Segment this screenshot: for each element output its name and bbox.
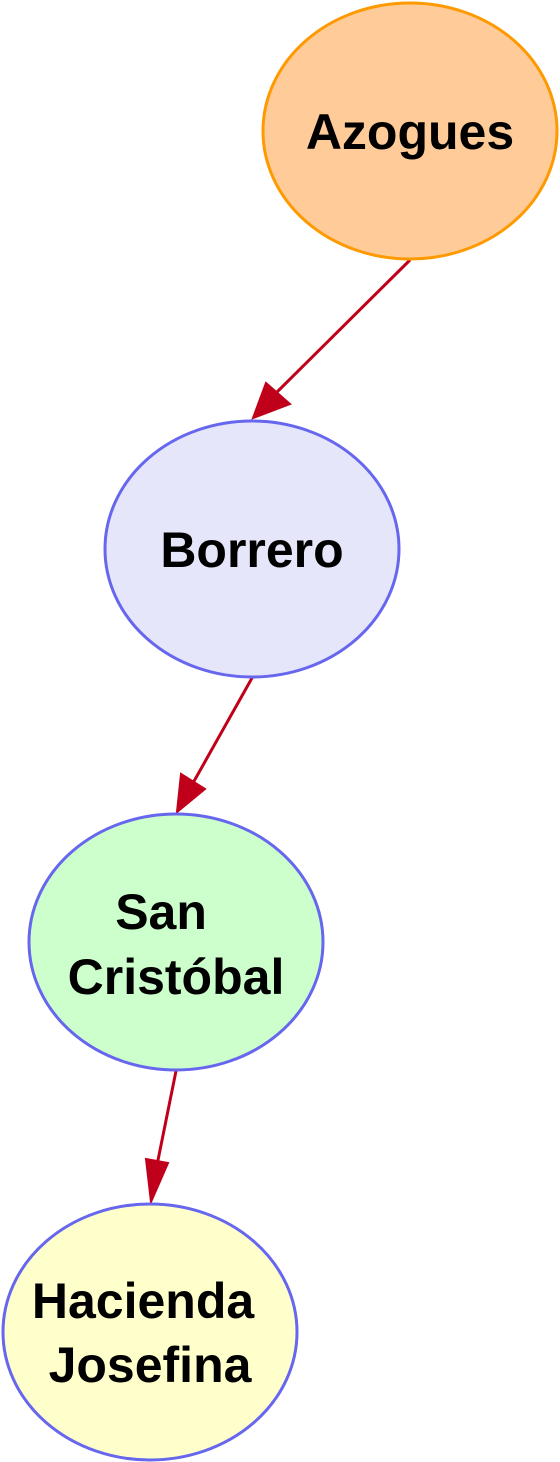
node-san-cristobal-label-line-2: Cristóbal [68,949,285,1005]
edge-azogues-borrero [251,258,412,420]
node-azogues-label: Azogues [306,104,514,160]
svg-text:Azogues: Azogues [306,104,514,160]
svg-text:Hacienda Josefina: Hacienda Josefina [32,1273,268,1393]
node-hacienda-josefina-label-line-2: Josefina [49,1337,253,1393]
node-hacienda-josefina-label-line-1: Hacienda [32,1273,256,1329]
node-borrero-label: Borrero [160,522,343,578]
edges [144,258,412,1206]
node-san-cristobal: San Cristóbal [27,812,325,1072]
edge-san-cristobal-hacienda-josefina [144,1070,178,1206]
svg-text:San Cristóbal: San Cristóbal [68,884,285,1005]
node-borrero: Borrero [103,419,401,679]
edge-borrero-san-cristobal [175,677,254,815]
node-azogues: Azogues [261,1,559,261]
node-san-cristobal-label-line-1: San [115,884,207,940]
svg-text:Borrero: Borrero [160,522,343,578]
node-hacienda-josefina: Hacienda Josefina [1,1202,299,1462]
